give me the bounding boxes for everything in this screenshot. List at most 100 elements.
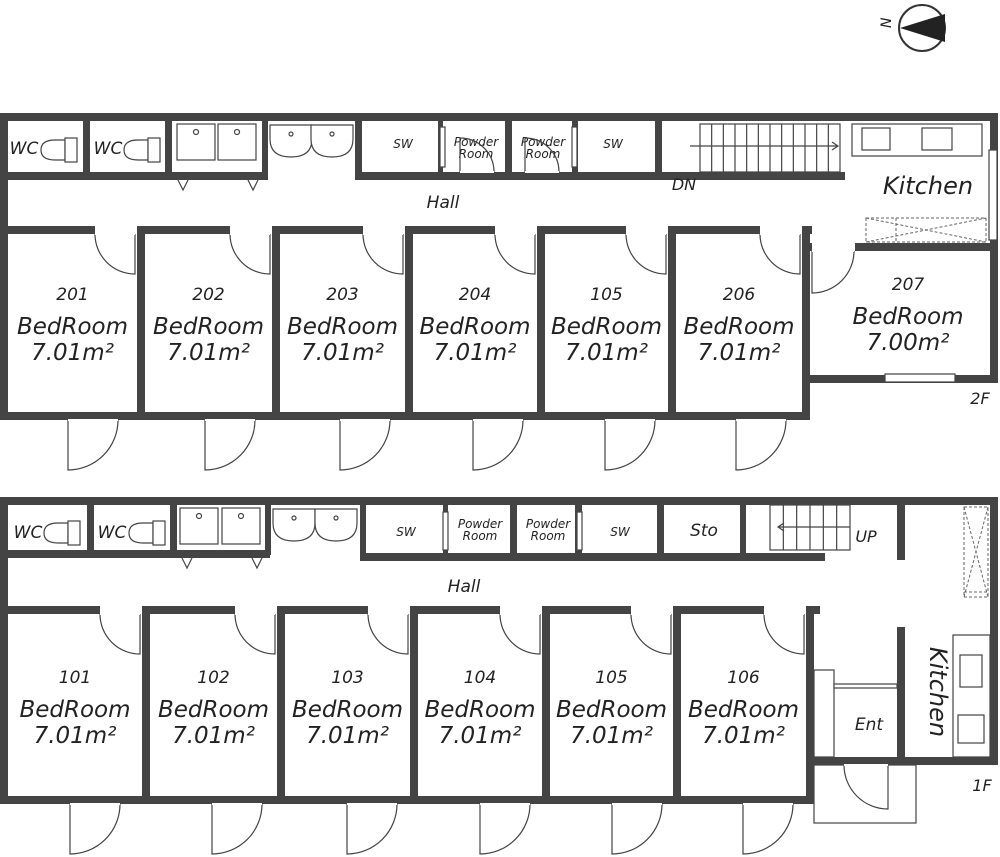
door-swing-icon — [625, 233, 667, 275]
door-swing-icon — [735, 419, 787, 471]
door[interactable] — [346, 803, 398, 855]
wall — [360, 553, 825, 561]
wall — [0, 226, 95, 234]
hall-label: Hall — [427, 193, 460, 213]
sw-label: SW — [610, 525, 631, 539]
wall — [802, 243, 812, 251]
door[interactable] — [524, 137, 560, 173]
room-number: 104 — [464, 668, 496, 688]
powder-room-label: Powder — [458, 517, 503, 531]
door[interactable] — [211, 803, 263, 855]
shower-icon — [176, 123, 216, 161]
sw-label: SW — [396, 525, 417, 539]
door[interactable] — [204, 419, 256, 471]
toilet-bowl — [123, 139, 149, 161]
room-number: 204 — [459, 285, 491, 305]
door[interactable] — [94, 233, 136, 275]
door[interactable] — [499, 613, 541, 655]
door[interactable] — [625, 233, 667, 275]
stairs-label: DN — [672, 175, 696, 194]
kitchen-label: Kitchen — [924, 647, 952, 737]
shower-drain — [195, 512, 203, 520]
door[interactable] — [479, 803, 531, 855]
room-name: BedRoom — [852, 304, 963, 330]
wall — [272, 226, 363, 234]
sw-label: SW — [393, 137, 414, 151]
toilet-icon — [40, 137, 78, 163]
door-opening — [368, 613, 408, 615]
wall — [0, 497, 8, 804]
door[interactable] — [742, 803, 794, 855]
room-number: 102 — [197, 668, 229, 688]
room-name: BedRoom — [17, 314, 128, 340]
toilet-tank — [147, 137, 161, 163]
toilet-bowl — [43, 522, 69, 544]
door[interactable] — [362, 233, 404, 275]
door-opening — [500, 613, 540, 615]
door-opening — [68, 419, 118, 421]
door-swing-icon — [494, 233, 536, 275]
room-area: 7.01m² — [570, 723, 653, 749]
door-opening — [844, 764, 888, 766]
door[interactable] — [735, 419, 787, 471]
sink-icon — [310, 124, 354, 158]
hall-label: Hall — [448, 577, 481, 597]
door[interactable] — [99, 613, 141, 655]
door[interactable] — [229, 233, 271, 275]
door-opening — [363, 233, 403, 235]
wall — [265, 505, 271, 555]
door[interactable] — [843, 764, 889, 810]
door[interactable] — [234, 613, 276, 655]
room-number: 101 — [59, 668, 91, 688]
stairs-icon — [699, 123, 841, 173]
door[interactable] — [367, 613, 409, 655]
room-number: 203 — [326, 285, 358, 305]
door[interactable] — [472, 419, 524, 471]
door[interactable] — [759, 233, 801, 275]
shower-icon — [221, 507, 261, 545]
room-number: 201 — [56, 285, 88, 305]
wall — [0, 113, 8, 420]
door[interactable] — [611, 803, 663, 855]
door[interactable] — [811, 250, 855, 294]
door-swing-icon — [499, 613, 541, 655]
door[interactable] — [459, 137, 495, 173]
door[interactable] — [604, 419, 656, 471]
door[interactable] — [630, 613, 672, 655]
toilet-bowl — [40, 139, 66, 161]
door-swing-icon — [524, 137, 560, 173]
wall — [170, 505, 177, 555]
fridge-space-cross — [865, 217, 987, 243]
sw-label: SW — [603, 137, 624, 151]
kitchen-sink-icon — [921, 127, 953, 151]
porch — [813, 764, 917, 824]
sink-basin — [314, 508, 358, 542]
door[interactable] — [494, 233, 536, 275]
wall — [537, 226, 626, 234]
door[interactable] — [339, 419, 391, 471]
door[interactable] — [763, 613, 805, 655]
door[interactable] — [67, 419, 119, 471]
door-opening — [230, 233, 270, 235]
door-opening — [812, 250, 854, 252]
sink-icon — [314, 508, 358, 542]
wall — [510, 505, 517, 555]
room-area: 7.01m² — [434, 340, 517, 366]
door[interactable] — [69, 803, 121, 855]
north-compass-icon: N — [879, 4, 946, 52]
wall — [673, 606, 764, 614]
